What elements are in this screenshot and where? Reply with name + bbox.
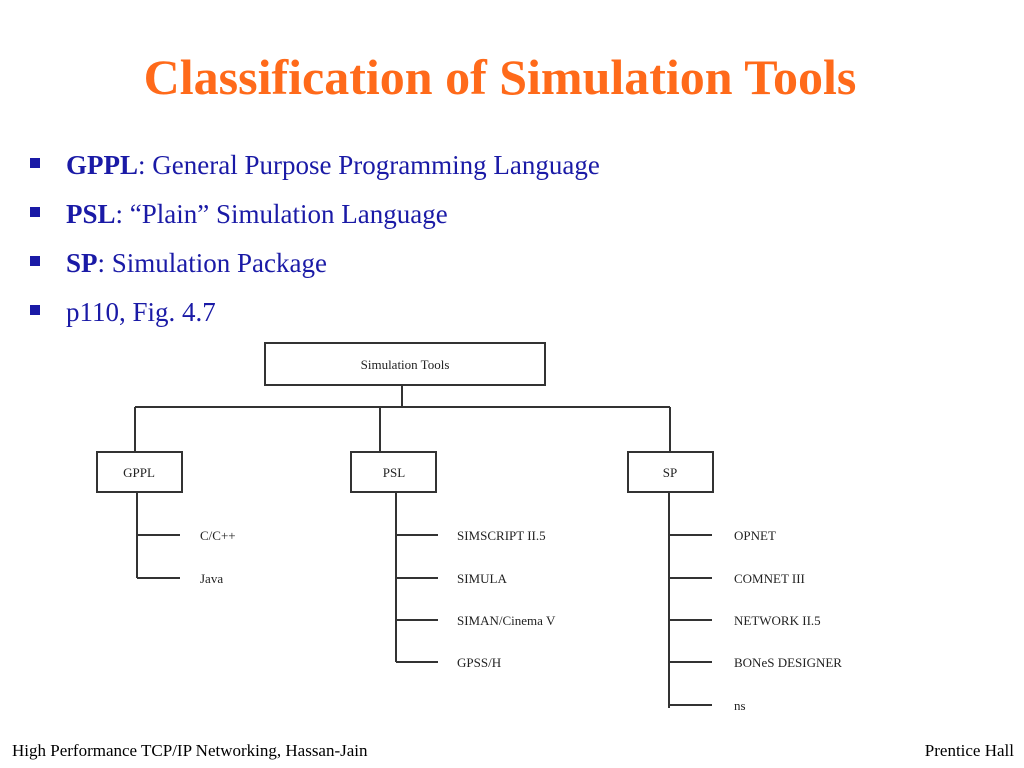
bullet-term: GPPL: [66, 150, 138, 180]
leaf-label: SIMULA: [457, 571, 507, 586]
bullet-list: GPPL: General Purpose Programming Langua…: [30, 145, 600, 341]
category-box-psl: [350, 451, 437, 493]
footer-left: High Performance TCP/IP Networking, Hass…: [12, 741, 368, 760]
leaf-label: NETWORK II.5: [734, 613, 821, 628]
slide-title: Classification of Simulation Tools: [143, 49, 857, 105]
bullet-item-reference: p110, Fig. 4.7: [30, 292, 600, 341]
footer-right: Prentice Hall: [924, 741, 1014, 760]
category-label-psl: PSL: [383, 465, 405, 480]
bullet-term: PSL: [66, 199, 116, 229]
bullet-text: p110, Fig. 4.7: [66, 297, 216, 327]
square-bullet-icon: [30, 305, 40, 315]
bullet-item-gppl: GPPL: General Purpose Programming Langua…: [30, 145, 600, 194]
category-label-sp: SP: [663, 465, 677, 480]
root-label: Simulation Tools: [361, 357, 450, 372]
category-box-sp: [627, 451, 714, 493]
bullet-text: : “Plain” Simulation Language: [115, 199, 448, 229]
bullet-item-sp: SP: Simulation Package: [30, 243, 600, 292]
category-label-gppl: GPPL: [123, 465, 155, 480]
category-box-gppl: [96, 451, 183, 493]
square-bullet-icon: [30, 256, 40, 266]
bullet-text: : General Purpose Programming Language: [138, 150, 600, 180]
root-box: [264, 342, 546, 386]
square-bullet-icon: [30, 158, 40, 168]
bullet-term: SP: [66, 248, 98, 278]
leaf-label: SIMAN/Cinema V: [457, 613, 556, 628]
bullet-text: : Simulation Package: [97, 248, 327, 278]
leaf-label: OPNET: [734, 528, 776, 543]
square-bullet-icon: [30, 207, 40, 217]
leaf-label: C/C++: [200, 528, 236, 543]
leaf-label: SIMSCRIPT II.5: [457, 528, 546, 543]
leaf-label: Java: [200, 571, 223, 586]
bullet-item-psl: PSL: “Plain” Simulation Language: [30, 194, 600, 243]
leaf-label: BONeS DESIGNER: [734, 655, 842, 670]
leaf-label: ns: [734, 698, 746, 713]
leaf-label: GPSS/H: [457, 655, 501, 670]
leaf-label: COMNET III: [734, 571, 805, 586]
